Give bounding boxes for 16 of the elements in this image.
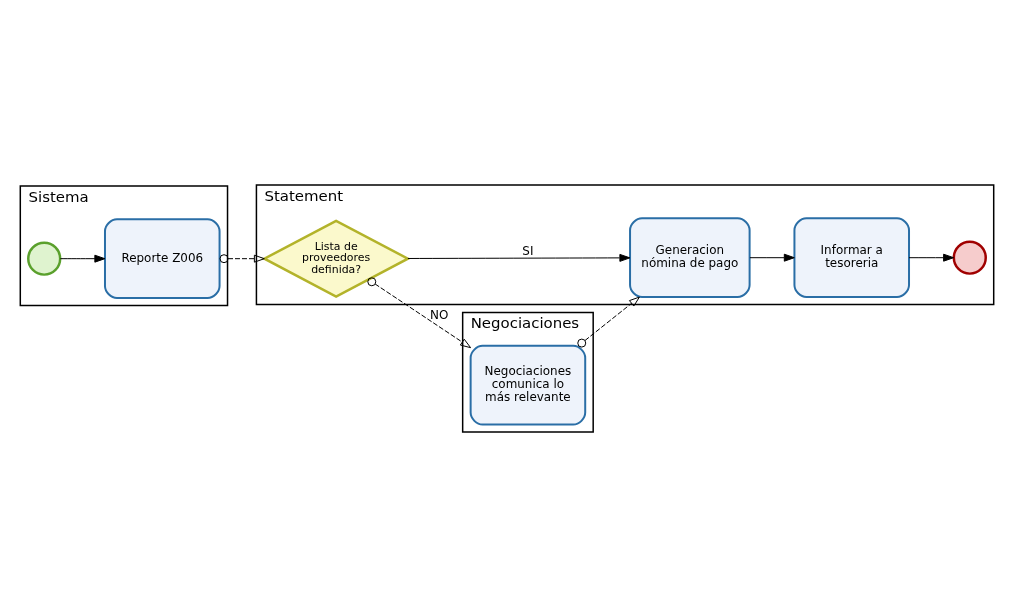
arrow: [219, 253, 265, 263]
arrow: [367, 276, 472, 348]
node-circle: [27, 241, 62, 276]
node-box: Negociaciones comunica lo más relevante: [469, 344, 587, 426]
arrow: [749, 253, 795, 262]
edge-label: SI: [522, 243, 534, 258]
node-circle: [952, 240, 987, 275]
arrow: [577, 296, 640, 348]
node-box: Reporte Z006: [104, 217, 221, 299]
arrow: [59, 254, 106, 263]
node-box: Generacion nómina de pago: [629, 216, 751, 298]
arrow: [908, 253, 955, 262]
edge-label: NO: [430, 307, 449, 322]
arrow: [407, 253, 631, 262]
node-box: Informar a tesoreria: [793, 216, 910, 298]
node-diamond: Lista de proveedores definida?: [261, 218, 411, 298]
